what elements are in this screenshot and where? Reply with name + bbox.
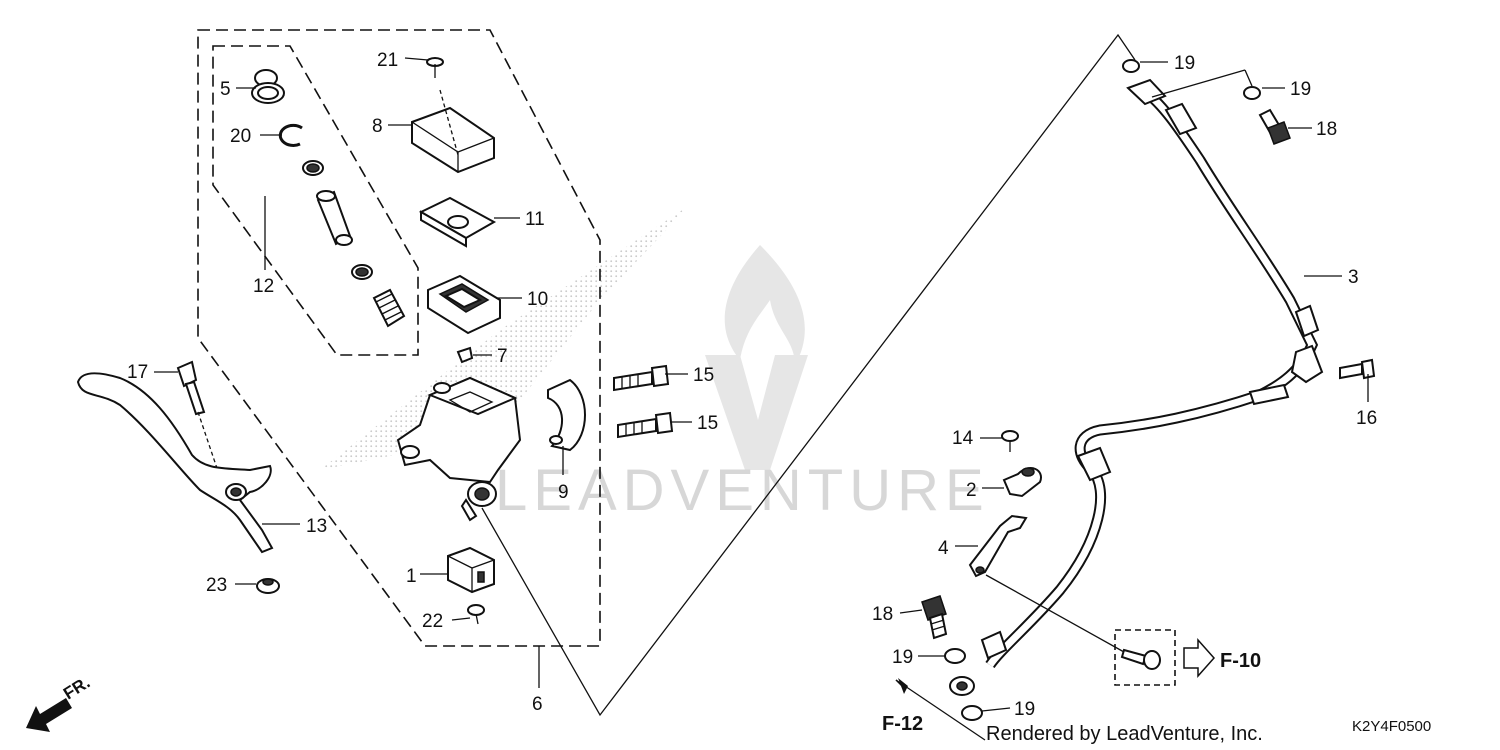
callout-5: 5 bbox=[220, 79, 231, 100]
brake-switch-1 bbox=[447, 546, 495, 594]
callout-22: 22 bbox=[422, 611, 443, 632]
f12-arrow-icon bbox=[898, 678, 908, 694]
watermark-flame-icon bbox=[724, 245, 805, 365]
screw-14 bbox=[1001, 430, 1019, 452]
brake-hose-3 bbox=[949, 78, 1324, 696]
callout-18-lower: 18 bbox=[872, 604, 893, 625]
washer-19-bottom bbox=[961, 705, 983, 721]
f12-reference[interactable]: F-12 bbox=[882, 678, 923, 735]
f10-label: F-10 bbox=[1220, 650, 1261, 672]
nut-23 bbox=[256, 578, 280, 594]
watermark-v-icon bbox=[705, 355, 808, 470]
f10-reference[interactable]: F-10 bbox=[1183, 638, 1261, 678]
diagram-code: K2Y4F0500 bbox=[1352, 718, 1431, 735]
diaphragm-10 bbox=[427, 274, 501, 335]
clip-7 bbox=[456, 346, 474, 364]
circlip-20 bbox=[278, 123, 303, 147]
callout-labels: 1 2 3 4 5 6 7 8 9 10 11 12 13 14 15 15 1… bbox=[127, 50, 1377, 720]
bolt-15-lower bbox=[617, 411, 674, 439]
callout-12: 12 bbox=[253, 276, 274, 297]
piston-kit-parts bbox=[302, 160, 406, 328]
callout-2: 2 bbox=[966, 480, 977, 501]
washer-19-top-left bbox=[1122, 59, 1140, 73]
pivot-bolt-17 bbox=[176, 360, 227, 496]
front-arrow-icon bbox=[26, 698, 72, 732]
screw-21 bbox=[426, 57, 444, 78]
callout-19-top-right: 19 bbox=[1290, 79, 1311, 100]
callout-21: 21 bbox=[377, 50, 398, 71]
callout-7: 7 bbox=[497, 346, 508, 367]
render-credit: Rendered by LeadVenture, Inc. bbox=[986, 723, 1263, 745]
callout-19-bottom: 19 bbox=[1014, 699, 1035, 720]
f10-bolt bbox=[1120, 648, 1161, 670]
watermark-wing-shape bbox=[320, 205, 690, 470]
brake-lever-13 bbox=[76, 372, 274, 554]
callout-23: 23 bbox=[206, 575, 227, 596]
holder-9 bbox=[547, 378, 586, 452]
callout-15-upper: 15 bbox=[693, 365, 714, 386]
banjo-bolt-18-upper bbox=[1258, 108, 1291, 145]
boot-5 bbox=[251, 69, 285, 104]
callout-10: 10 bbox=[527, 289, 548, 310]
callout-9: 9 bbox=[558, 482, 569, 503]
callout-1: 1 bbox=[406, 566, 417, 587]
callout-8: 8 bbox=[372, 116, 383, 137]
callout-19-mid: 19 bbox=[892, 647, 913, 668]
screw-22 bbox=[467, 604, 485, 625]
washer-19-mid bbox=[944, 648, 966, 664]
callout-20: 20 bbox=[230, 126, 251, 147]
hose-assembly-outline bbox=[481, 33, 1136, 717]
callout-3: 3 bbox=[1348, 267, 1359, 288]
master-cylinder-assembly-outline bbox=[197, 29, 601, 647]
callout-4: 4 bbox=[938, 538, 949, 559]
washer-19-top-right bbox=[1243, 86, 1261, 100]
bracket-4 bbox=[968, 514, 1028, 578]
callout-15-lower: 15 bbox=[697, 413, 718, 434]
bolt-15-upper bbox=[613, 364, 670, 392]
f10-arrow-icon bbox=[1183, 638, 1216, 678]
hose-clamp-2 bbox=[1002, 467, 1042, 498]
callout-11: 11 bbox=[525, 209, 545, 230]
callout-13: 13 bbox=[306, 516, 327, 537]
piston-kit-outline bbox=[212, 45, 419, 356]
f12-label: F-12 bbox=[882, 713, 923, 735]
f10-ref-box bbox=[1114, 629, 1176, 686]
callout-14: 14 bbox=[952, 428, 974, 449]
banjo-bolt-18-lower bbox=[921, 595, 948, 640]
callout-6: 6 bbox=[532, 694, 543, 715]
master-cylinder-body bbox=[396, 376, 522, 522]
diaphragm-plate-11 bbox=[418, 196, 497, 248]
reservoir-cap-8 bbox=[411, 89, 495, 174]
callout-16: 16 bbox=[1356, 408, 1377, 429]
callout-19-top-left: 19 bbox=[1174, 53, 1195, 74]
bolt-16 bbox=[1339, 358, 1376, 380]
leader-lines bbox=[154, 57, 1369, 741]
callout-18-upper: 18 bbox=[1316, 119, 1337, 140]
watermark: LEADVENTURE bbox=[320, 205, 990, 523]
watermark-text: LEADVENTURE bbox=[495, 458, 990, 523]
front-direction: FR. bbox=[26, 673, 93, 732]
callout-17: 17 bbox=[127, 362, 148, 383]
